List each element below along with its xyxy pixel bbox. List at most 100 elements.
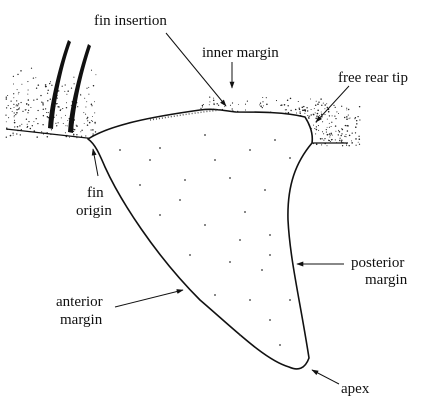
stipple-dot	[66, 102, 67, 103]
stipple-dot	[304, 109, 306, 111]
stipple-dot	[67, 125, 68, 126]
stipple-dot	[71, 105, 72, 106]
stipple-dot	[80, 131, 81, 132]
stipple-dot	[73, 77, 74, 78]
stipple-dot	[320, 98, 321, 99]
stipple-dot	[74, 129, 75, 130]
stipple-dot	[57, 103, 58, 104]
stipple-dot	[49, 83, 50, 84]
stipple-dot	[16, 105, 17, 106]
stipple-dot	[320, 138, 322, 140]
stipple-dot	[62, 108, 63, 109]
stipple-dot	[296, 112, 297, 113]
stipple-dot	[338, 134, 339, 135]
stipple-dot	[245, 104, 246, 105]
stipple-dot	[356, 145, 357, 146]
stipple-dot	[21, 84, 22, 85]
fin-dot	[159, 147, 161, 149]
stipple-dot	[314, 108, 315, 109]
stipple-dot	[311, 109, 312, 110]
stipple-dot	[66, 94, 67, 95]
stipple-dot	[47, 100, 48, 101]
stipple-dot	[341, 128, 342, 129]
stipple-dot	[17, 126, 19, 128]
stipple-dot	[356, 120, 357, 121]
fin-dot	[184, 179, 186, 181]
stipple-dot	[77, 106, 78, 107]
stipple-dot	[18, 93, 19, 94]
stipple-dot	[355, 117, 356, 118]
stipple-dot	[94, 101, 95, 102]
stipple-dot	[209, 96, 210, 97]
stipple-dot	[298, 101, 299, 102]
label-fin-origin-line2: origin	[76, 203, 112, 219]
stipple-dot	[81, 130, 82, 131]
fin-dot	[289, 299, 291, 301]
stipple-dot	[322, 138, 323, 139]
stipple-dot	[14, 120, 15, 121]
label-apex: apex	[341, 381, 370, 397]
stipple-dot	[16, 112, 18, 114]
fin-dot	[269, 234, 271, 236]
stipple-dot	[57, 106, 59, 108]
stipple-dot	[41, 131, 42, 132]
stipple-dot	[232, 108, 233, 109]
stipple-dot	[321, 105, 322, 106]
stipple-dot	[27, 126, 28, 127]
stipple-dot	[20, 70, 21, 71]
label-fin-origin-line1: fin	[87, 185, 104, 201]
stipple-dot	[74, 83, 75, 84]
stipple-dot	[202, 107, 203, 108]
stipple-dot	[85, 114, 86, 115]
stipple-dot	[224, 106, 225, 107]
stipple-dot	[213, 100, 214, 101]
label-posterior-margin-line1: posterior	[351, 255, 404, 271]
stipple-dot	[94, 122, 95, 123]
stipple-dot	[73, 134, 74, 135]
label-free-rear-tip: free rear tip	[338, 70, 408, 86]
fin-dot	[239, 334, 241, 336]
stipple-dot	[327, 134, 329, 136]
stipple-dot	[19, 125, 20, 126]
stipple-dot	[20, 134, 21, 135]
stipple-dot	[20, 102, 21, 103]
stipple-dot	[10, 108, 11, 109]
stipple-dot	[238, 104, 239, 105]
stipple-dot	[32, 125, 33, 126]
stipple-dot	[245, 109, 246, 110]
stipple-dot	[27, 81, 28, 82]
stipple-dot	[309, 116, 310, 117]
stipple-dot	[6, 98, 8, 100]
stipple-dot	[26, 119, 27, 120]
stipple-dot	[329, 127, 330, 128]
stipple-dot	[330, 141, 331, 142]
stipple-dot	[18, 108, 20, 110]
stipple-dot	[91, 120, 92, 121]
stipple-dot	[328, 140, 329, 141]
stipple-dot	[356, 123, 357, 124]
stipple-dot	[76, 134, 77, 135]
stipple-dot	[94, 112, 95, 113]
stipple-dot	[67, 120, 68, 121]
stipple-dot	[315, 104, 316, 105]
stipple-dot	[50, 81, 51, 82]
leader-fin-origin	[93, 149, 98, 176]
stipple-dot	[8, 117, 9, 118]
stipple-dot	[86, 118, 87, 119]
stipple-dot	[329, 134, 330, 135]
stipple-dot	[6, 127, 7, 128]
fin-dot	[149, 159, 151, 161]
stipple-dot	[38, 84, 40, 86]
fin-dot	[204, 134, 206, 136]
stipple-dot	[35, 77, 36, 78]
stipple-dot	[16, 104, 17, 105]
stipple-dot	[95, 131, 96, 132]
stipple-dot	[327, 145, 328, 146]
stipple-dot	[202, 105, 204, 107]
stipple-dot	[316, 115, 318, 117]
stipple-dot	[58, 122, 59, 123]
stipple-dot	[317, 103, 319, 105]
label-fin-insertion: fin insertion	[94, 13, 167, 29]
stipple-dot	[305, 110, 306, 111]
